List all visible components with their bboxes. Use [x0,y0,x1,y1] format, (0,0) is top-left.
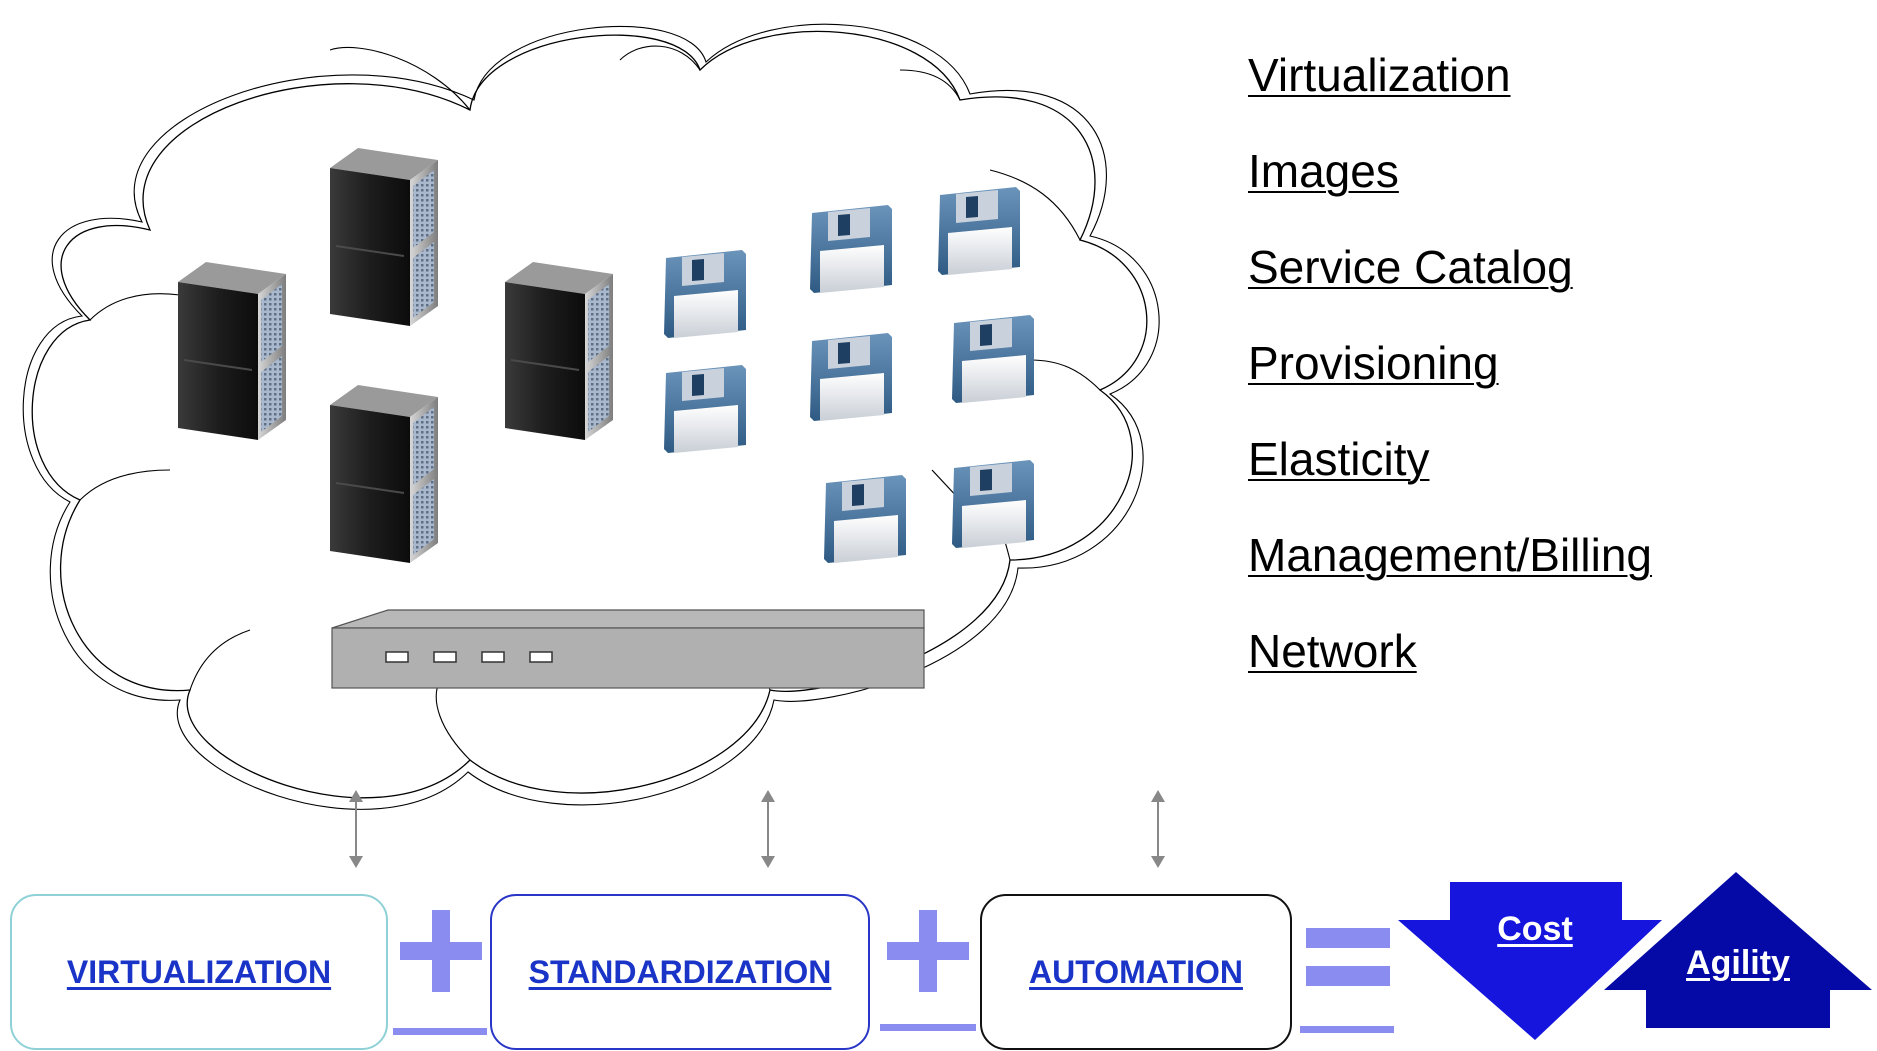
connector-arrows [349,790,1165,868]
feature-provisioning[interactable]: Provisioning [1248,337,1499,389]
server-tower-icon [504,261,614,441]
floppy-disk-icon [824,475,906,563]
network-switch-icon [331,609,925,689]
floppy-disk-icon [952,315,1034,403]
automation-label[interactable]: AUTOMATION [1029,953,1243,990]
server-tower-icon [177,261,287,441]
feature-network[interactable]: Network [1248,625,1417,677]
plus-icon [880,910,976,1031]
feature-images[interactable]: Images [1248,145,1399,197]
standardization-box[interactable]: STANDARDIZATION [490,894,870,1050]
floppy-disk-icon [664,250,746,338]
virtualization-box[interactable]: VIRTUALIZATION [10,894,388,1050]
standardization-label[interactable]: STANDARDIZATION [528,953,832,990]
feature-service-catalog[interactable]: Service Catalog [1248,241,1573,293]
equals-icon [1300,928,1394,1033]
floppy-disk-icon [938,187,1020,275]
plus-icon [393,910,487,1035]
cloud-outline [31,30,1148,799]
agility-label[interactable]: Agility [1686,944,1790,982]
server-tower-icon [329,384,439,564]
cost-down-arrow [1398,882,1662,1040]
floppy-disk-icon [810,205,892,293]
floppy-disk-icon [664,365,746,453]
cost-label[interactable]: Cost [1497,910,1573,948]
feature-management-billing[interactable]: Management/Billing [1248,529,1653,581]
feature-elasticity[interactable]: Elasticity [1248,433,1430,485]
automation-box[interactable]: AUTOMATION [980,894,1292,1050]
floppy-disk-icon [810,333,892,421]
server-tower-icon [329,147,439,327]
virtualization-label[interactable]: VIRTUALIZATION [66,953,332,990]
feature-virtualization[interactable]: Virtualization [1248,49,1511,101]
agility-up-arrow [1604,872,1872,1028]
floppy-disk-icon [952,460,1034,548]
